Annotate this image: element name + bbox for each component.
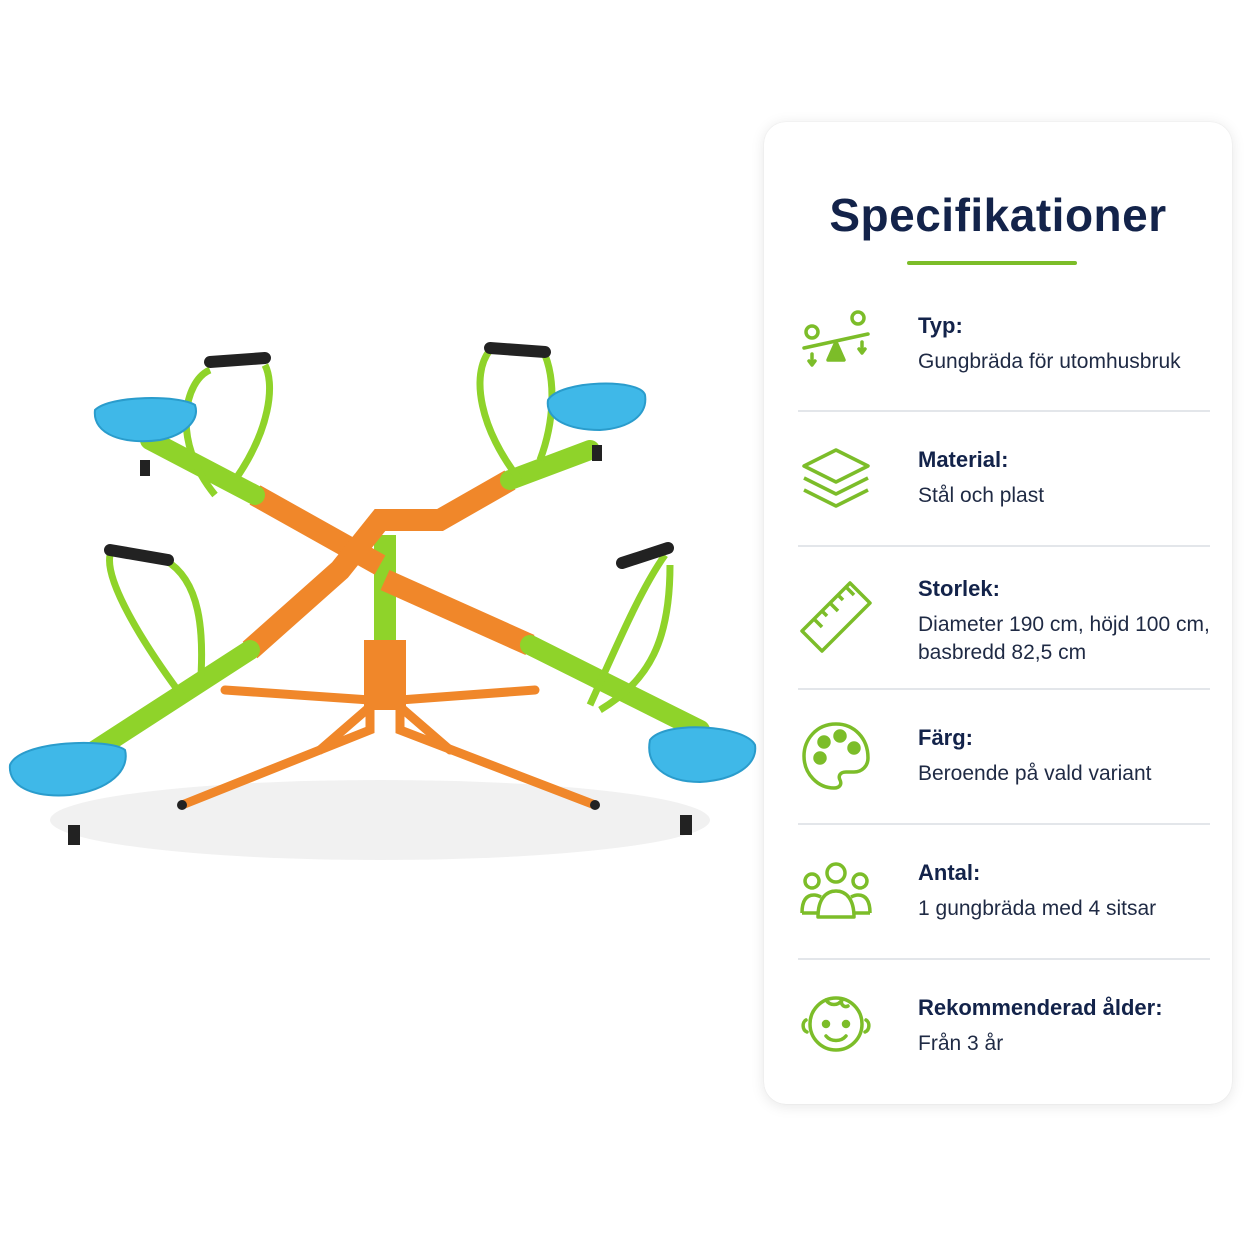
spec-label-size: Storlek: <box>918 576 1000 601</box>
spec-value-color: Beroende på vald variant <box>918 762 1152 785</box>
spec-label-color: Färg: <box>918 725 973 750</box>
seats <box>8 382 757 797</box>
spec-row-material: Material: Stål och plast <box>798 412 1210 547</box>
spec-value-age: Från 3 år <box>918 1032 1004 1055</box>
spec-row-color: Färg: Beroende på vald variant <box>798 690 1210 825</box>
seat-feet <box>68 445 692 845</box>
palette-icon <box>802 722 870 790</box>
card-title: Specifikationer <box>829 189 1167 241</box>
specifications-card: Specifikationer Typ: Gungbräda för utomh… <box>764 122 1232 1104</box>
leg-caps <box>177 800 600 810</box>
handle-grips <box>104 342 674 569</box>
spec-row-type: Typ: Gungbräda för utomhusbruk <box>798 280 1210 412</box>
product-image-seesaw <box>8 342 757 860</box>
spec-value-material: Stål och plast <box>918 484 1045 507</box>
child-face-icon <box>801 996 871 1052</box>
spec-row-age: Rekommenderad ålder: Från 3 år <box>798 960 1210 1090</box>
people-group-icon <box>800 862 872 919</box>
green-arms <box>70 430 710 770</box>
spec-value-type: Gungbräda för utomhusbruk <box>918 350 1181 373</box>
layers-icon <box>802 448 870 508</box>
ruler-icon <box>800 581 872 653</box>
ground-shadow <box>50 780 710 860</box>
spec-label-age: Rekommenderad ålder: <box>918 995 1163 1020</box>
orange-arms <box>242 470 535 659</box>
spec-row-size: Storlek: Diameter 190 cm, höjd 100 cm, b… <box>798 547 1210 690</box>
spec-list: Typ: Gungbräda för utomhusbruk Material:… <box>798 280 1210 1090</box>
spec-label-type: Typ: <box>918 313 963 338</box>
post-sleeve <box>364 640 406 710</box>
seesaw-icon <box>802 310 870 367</box>
title-underline <box>907 261 1077 265</box>
spec-value-quantity: 1 gungbräda med 4 sitsar <box>918 897 1157 920</box>
spec-label-quantity: Antal: <box>918 860 981 885</box>
spec-row-quantity: Antal: 1 gungbräda med 4 sitsar <box>798 825 1210 960</box>
spec-value-size: Diameter 190 cm, höjd 100 cm, basbredd 8… <box>918 613 1210 664</box>
spec-label-material: Material: <box>918 447 1009 472</box>
